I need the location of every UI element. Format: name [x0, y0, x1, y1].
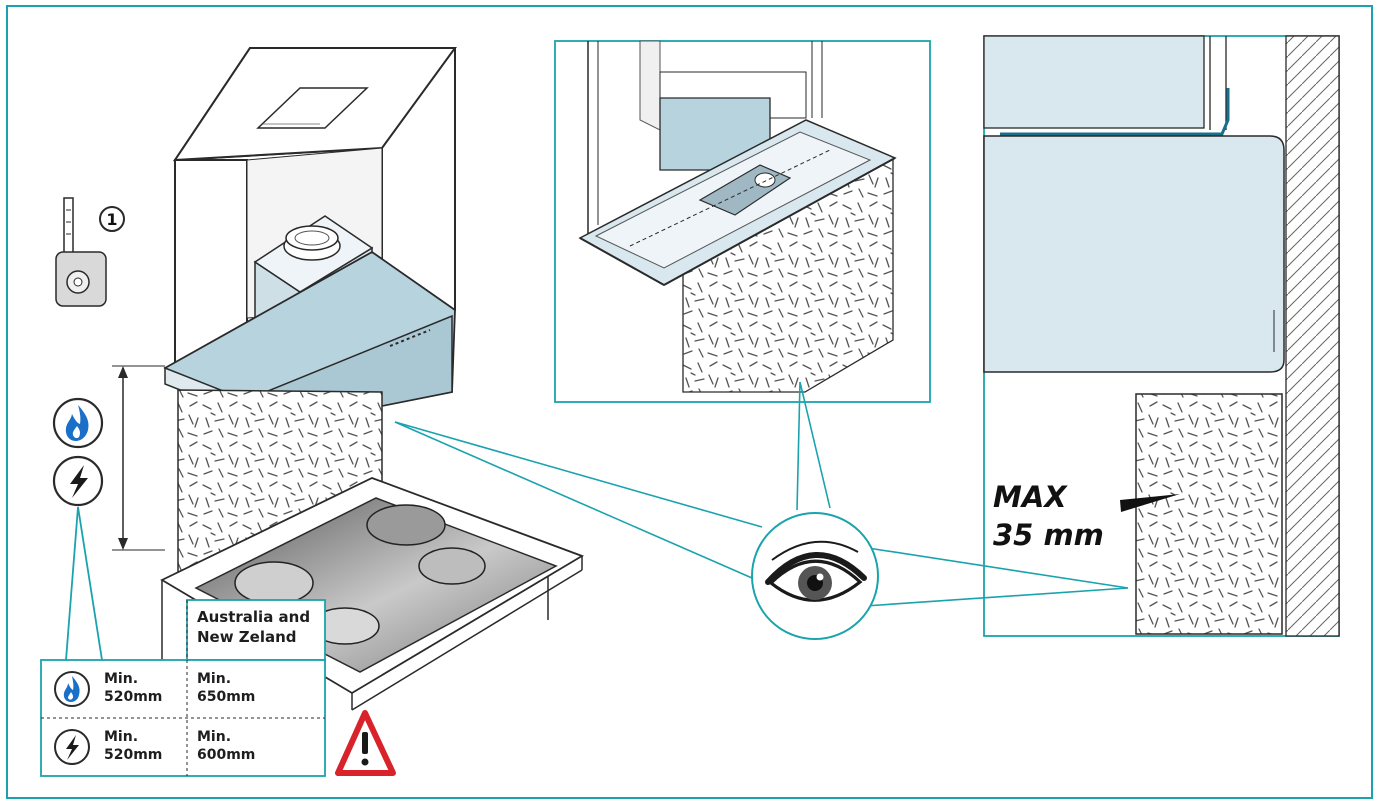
gas-standard-line1: Min.	[104, 671, 138, 687]
electric-standard-line2: 520mm	[104, 747, 162, 763]
max-gap-label-line2: 35 mm	[993, 518, 1104, 552]
table-row-gas-icon	[54, 671, 90, 707]
tape-measure-icon	[55, 197, 107, 307]
region-header-line2: New Zeland	[197, 628, 297, 646]
table-row-lightning-icon	[54, 729, 90, 765]
step-number-badge: 1	[99, 206, 125, 232]
detail-panel-underside	[554, 40, 931, 403]
page-frame	[6, 5, 1373, 799]
gas-region-line2: 650mm	[197, 689, 255, 705]
callout-lines	[394, 381, 1129, 607]
electric-region-line1: Min.	[197, 729, 231, 745]
gas-standard-line2: 520mm	[104, 689, 162, 705]
max-gap-label-line1: MAX	[993, 480, 1068, 514]
lightning-icon	[52, 455, 104, 507]
region-header-line1: Australia and	[197, 608, 310, 626]
step-number: 1	[106, 210, 117, 229]
eye-icon	[751, 512, 879, 640]
electric-region-line2: 600mm	[197, 747, 255, 763]
warning-triangle-icon	[335, 710, 396, 776]
main-illustration	[112, 47, 585, 711]
gas-flame-icon	[52, 397, 104, 449]
electric-standard-line1: Min.	[104, 729, 138, 745]
gas-region-line1: Min.	[197, 671, 231, 687]
detail-panel-section: MAX 35 mm	[983, 35, 1340, 637]
clearance-table: Australia and New Zeland Min. 520mm Min.…	[40, 599, 326, 777]
